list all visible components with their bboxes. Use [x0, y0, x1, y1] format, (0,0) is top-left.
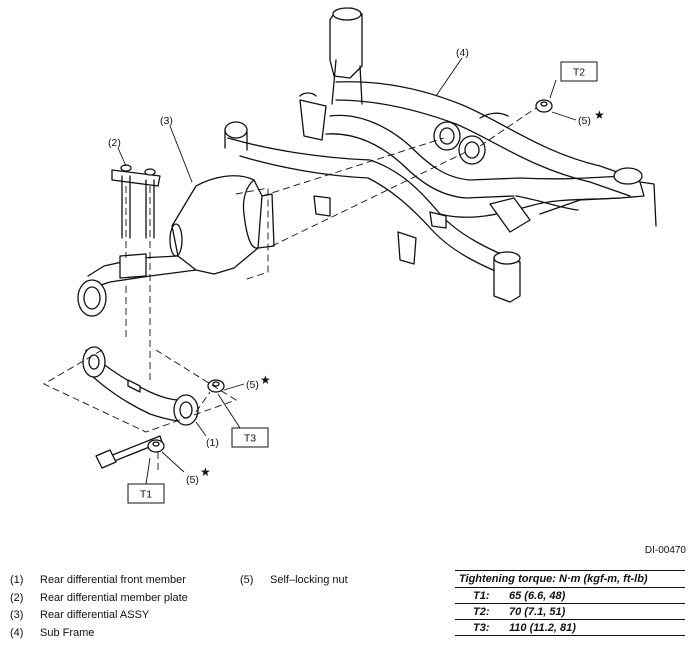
- rear-differential-assy-drawing: [77, 175, 275, 317]
- front-member-drawing: [82, 346, 199, 426]
- star-icon-t3: ★: [260, 373, 271, 387]
- legend-item-number: (5): [240, 574, 254, 586]
- callout-leaders: [117, 57, 577, 485]
- legend-item: (1) Rear differential front member: [10, 572, 188, 590]
- torque-key: T1:: [473, 590, 490, 602]
- legend-item-number: (4): [10, 626, 24, 639]
- torque-value: 70 (7.1, 51): [509, 606, 566, 618]
- sub-frame-drawing: [224, 7, 657, 303]
- legend-item-label: Rear differential member plate: [40, 591, 188, 604]
- legend-item-number: (3): [10, 609, 24, 621]
- callout-2: (2): [108, 137, 121, 149]
- star-icon-t2: ★: [594, 108, 605, 122]
- legend-item-number: (1): [10, 574, 24, 586]
- legend-item: (2) Rear differential member plate: [10, 590, 188, 608]
- callout-5-t1: (5): [186, 474, 199, 486]
- legend-item-label: Self–locking nut: [270, 574, 348, 586]
- legend-item-label: Sub Frame: [40, 626, 95, 639]
- legend-item: (5) Self–locking nut: [240, 572, 348, 590]
- torque-box-t3: T3: [231, 427, 269, 448]
- torque-table-header: Tightening torque: N·m (kgf-m, ft-lb): [455, 570, 685, 588]
- callout-5-t2: (5): [578, 115, 591, 127]
- svg-text:T1: T1: [140, 489, 152, 501]
- torque-value: 110 (11.2, 81): [509, 622, 576, 634]
- torque-table: Tightening torque: N·m (kgf-m, ft-lb) T1…: [455, 570, 685, 636]
- parts-legend-continued: (5) Self–locking nut: [240, 572, 348, 590]
- legend-item-label: Rear differential front member: [40, 574, 186, 586]
- callout-1: (1): [206, 437, 219, 449]
- torque-row: T1: 65 (6.6, 48): [455, 588, 685, 604]
- legend-item-label: Rear differential ASSY: [40, 609, 150, 621]
- callout-5-t3: (5): [246, 379, 259, 391]
- callout-4: (4): [456, 47, 469, 59]
- callout-3: (3): [160, 115, 173, 127]
- star-icon-t1: ★: [200, 465, 211, 479]
- legend-item-number: (2): [10, 591, 24, 604]
- torque-box-t1: T1: [127, 483, 165, 504]
- torque-value: 65 (6.6, 48): [509, 590, 566, 602]
- torque-row: T3: 110 (11.2, 81): [455, 620, 685, 636]
- legend-item: (3) Rear differential ASSY: [10, 607, 188, 625]
- member-plate-drawing: [111, 164, 161, 239]
- parts-legend: (1) Rear differential front member (2) R…: [10, 572, 188, 642]
- torque-key: T2:: [473, 606, 490, 618]
- torque-row: T2: 70 (7.1, 51): [455, 604, 685, 620]
- exploded-view-diagram: (2) (3) (4) (5) (5) (1) (5) ★ ★ ★ T2 T3 …: [43, 7, 657, 504]
- torque-box-t2: T2: [560, 61, 598, 82]
- assembly-guide-lines: [43, 107, 537, 470]
- svg-text:T2: T2: [573, 67, 585, 79]
- torque-key: T3:: [473, 622, 490, 634]
- svg-text:T3: T3: [244, 433, 256, 445]
- figure-id: DI-00470: [644, 545, 686, 556]
- legend-item: (4) Sub Frame: [10, 625, 188, 643]
